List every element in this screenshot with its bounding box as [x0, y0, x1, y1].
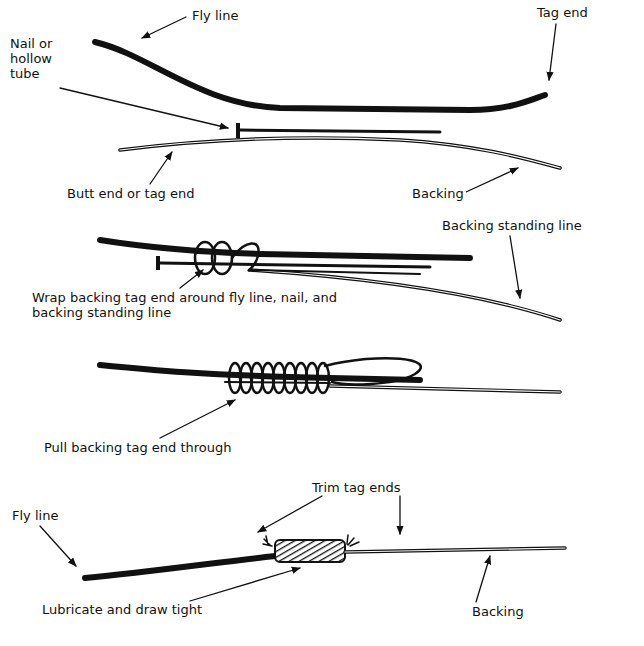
step-note: Wrap backing tag end around fly line, na…	[30, 290, 364, 320]
part-label: Backing standing line	[440, 218, 584, 233]
step-note: Trim tag ends	[310, 480, 403, 495]
step-note: Lubricate and draw tight	[40, 602, 204, 617]
part-label: Backing	[470, 604, 526, 619]
part-label: Nail or hollow tube	[8, 36, 74, 81]
part-label: Tag end	[535, 5, 590, 20]
part-label: Fly line	[190, 8, 240, 23]
part-label: Backing	[410, 186, 466, 201]
part-label: Butt end or tag end	[65, 186, 196, 201]
step-note: Pull backing tag end through	[42, 440, 233, 455]
part-label: Fly line	[10, 508, 60, 523]
